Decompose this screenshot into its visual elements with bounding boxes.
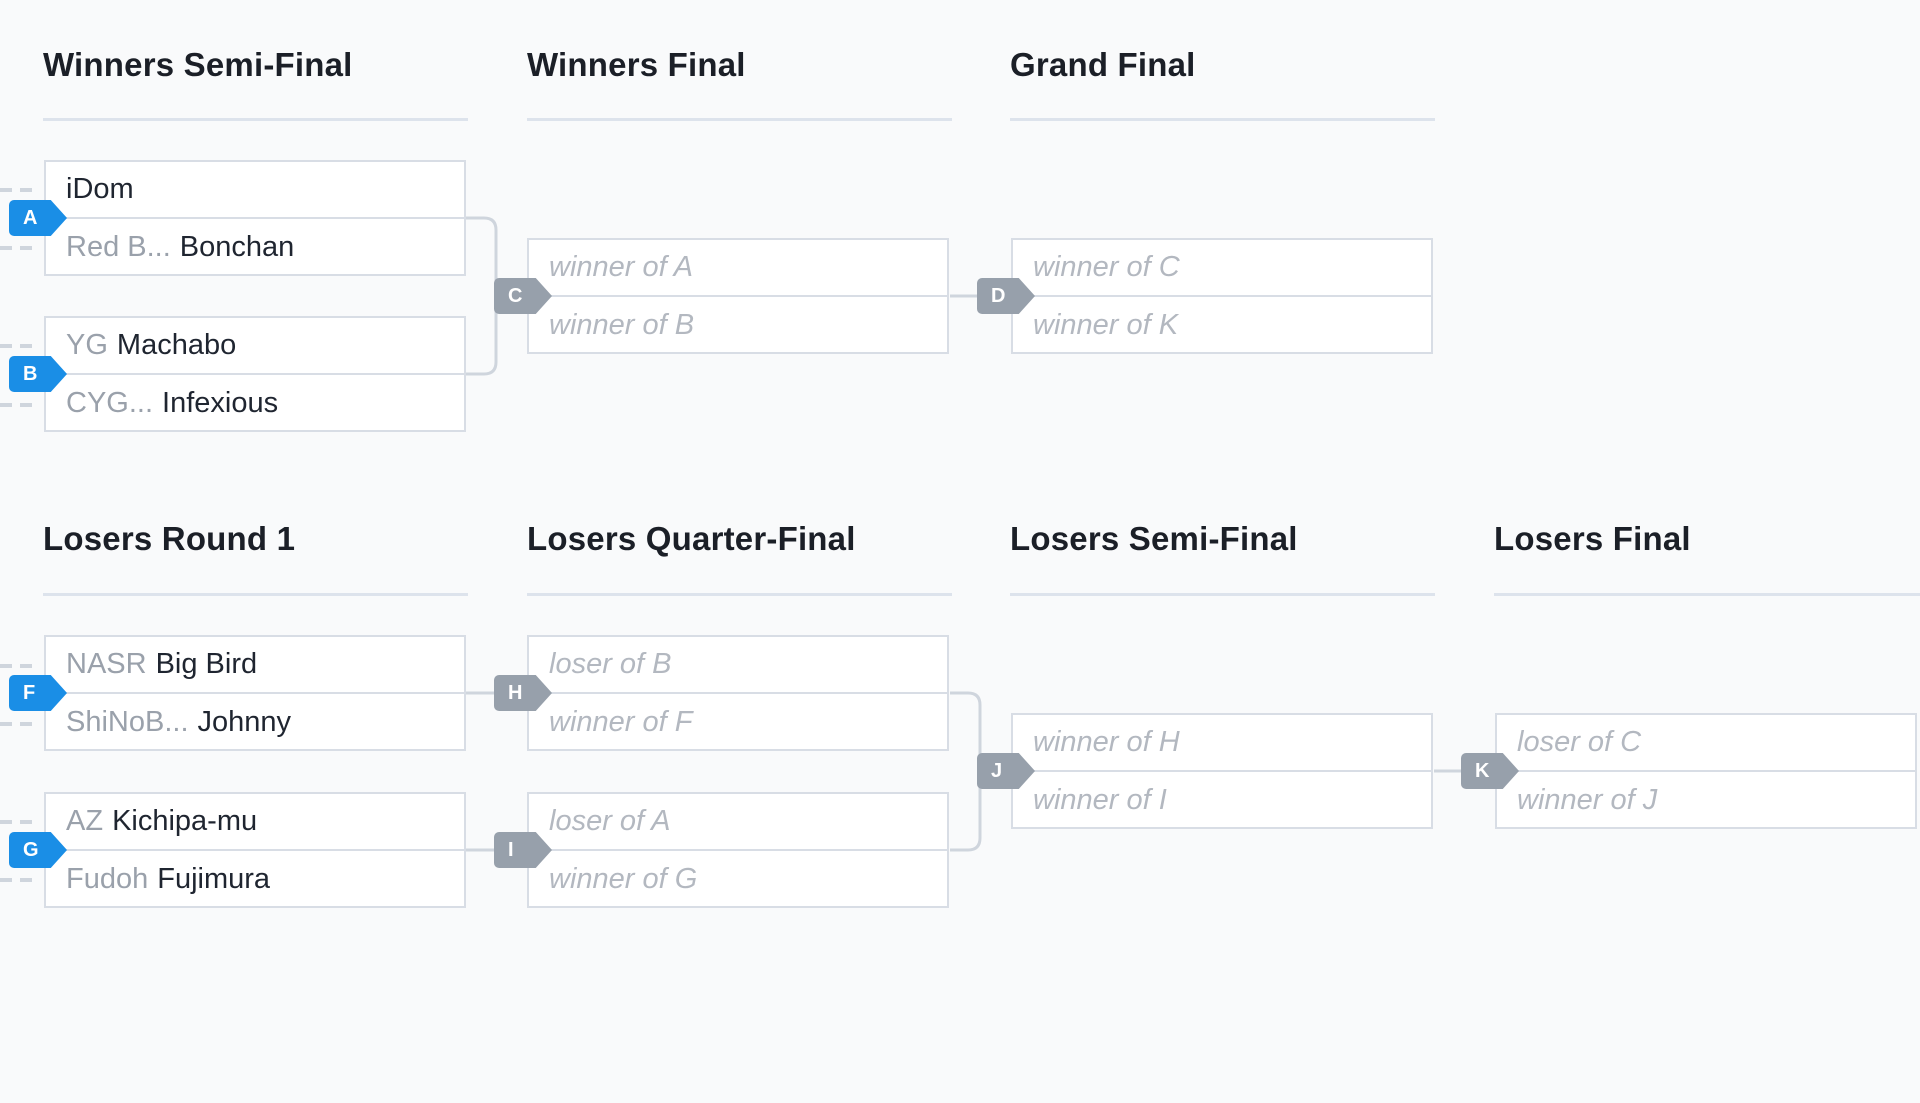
match-d-slot-1[interactable]: winner of C <box>1013 240 1431 297</box>
match-i-slot-2[interactable]: winner of G <box>529 851 947 908</box>
incoming-stub <box>20 344 32 348</box>
slot-placeholder: winner of A <box>549 251 693 283</box>
incoming-stub <box>0 664 12 668</box>
slot-placeholder: winner of K <box>1033 309 1179 341</box>
connector-hi-j <box>950 691 982 852</box>
match-b-player-2[interactable]: CYG...Infexious <box>46 375 464 432</box>
round-rule <box>527 118 952 121</box>
incoming-stub <box>0 403 12 407</box>
incoming-stub <box>20 188 32 192</box>
slot-placeholder: loser of C <box>1517 726 1642 758</box>
slot-placeholder: winner of J <box>1517 784 1658 816</box>
match-h-slot-2[interactable]: winner of F <box>529 694 947 751</box>
connector-ab-c <box>466 216 498 376</box>
incoming-stub <box>20 246 32 250</box>
match-h-slot-1[interactable]: loser of B <box>529 637 947 694</box>
round-rule <box>43 118 468 121</box>
incoming-stub <box>20 878 32 882</box>
match-d-slot-2[interactable]: winner of K <box>1013 297 1431 354</box>
player-name: Bonchan <box>179 231 295 263</box>
incoming-stub <box>0 722 12 726</box>
incoming-stub <box>0 246 12 250</box>
match-a-player-1[interactable]: iDom <box>46 162 464 219</box>
round-rule <box>527 593 952 596</box>
round-title-losers-sf: Losers Semi-Final <box>1010 520 1298 557</box>
player-name: Johnny <box>197 706 292 738</box>
slot-placeholder: winner of F <box>549 706 693 738</box>
slot-placeholder: winner of B <box>549 309 695 341</box>
incoming-stub <box>20 664 32 668</box>
match-i-slot-1[interactable]: loser of A <box>529 794 947 851</box>
match-k-slot-2[interactable]: winner of J <box>1497 772 1915 829</box>
match-k[interactable]: loser of C winner of J <box>1495 713 1917 829</box>
team-tag: NASR <box>66 648 147 680</box>
incoming-stub <box>20 722 32 726</box>
round-rule <box>43 593 468 596</box>
slot-placeholder: winner of G <box>549 863 698 895</box>
match-c[interactable]: winner of A winner of B <box>527 238 949 354</box>
slot-placeholder: loser of A <box>549 805 671 837</box>
round-rule <box>1010 118 1435 121</box>
slot-placeholder: winner of I <box>1033 784 1167 816</box>
player-name: Infexious <box>162 387 279 419</box>
team-tag: CYG... <box>66 387 154 419</box>
round-title-losers-r1: Losers Round 1 <box>43 520 296 557</box>
match-j[interactable]: winner of H winner of I <box>1011 713 1433 829</box>
team-tag: AZ <box>66 805 104 837</box>
team-tag: Red B... <box>66 231 171 263</box>
match-d[interactable]: winner of C winner of K <box>1011 238 1433 354</box>
incoming-stub <box>20 820 32 824</box>
slot-placeholder: loser of B <box>549 648 672 680</box>
incoming-stub <box>0 344 12 348</box>
match-j-slot-1[interactable]: winner of H <box>1013 715 1431 772</box>
round-title-winners-final: Winners Final <box>527 46 746 83</box>
incoming-stub <box>0 820 12 824</box>
team-tag: ShiNoB... <box>66 706 189 738</box>
round-title-losers-qf: Losers Quarter-Final <box>527 520 856 557</box>
player-name: Big Bird <box>155 648 258 680</box>
round-title-grand-final: Grand Final <box>1010 46 1196 83</box>
incoming-stub <box>0 878 12 882</box>
team-tag: Fudoh <box>66 863 149 895</box>
slot-placeholder: winner of C <box>1033 251 1180 283</box>
round-rule <box>1494 593 1920 596</box>
match-a[interactable]: iDom Red B...Bonchan <box>44 160 466 276</box>
player-name: Fujimura <box>157 863 271 895</box>
match-k-slot-1[interactable]: loser of C <box>1497 715 1915 772</box>
incoming-stub <box>20 403 32 407</box>
round-title-losers-final: Losers Final <box>1494 520 1691 557</box>
incoming-stub <box>0 188 12 192</box>
round-title-winners-semi: Winners Semi-Final <box>43 46 353 83</box>
match-a-player-2[interactable]: Red B...Bonchan <box>46 219 464 276</box>
match-j-slot-2[interactable]: winner of I <box>1013 772 1431 829</box>
match-c-slot-1[interactable]: winner of A <box>529 240 947 297</box>
match-i[interactable]: loser of A winner of G <box>527 792 949 908</box>
team-tag: YG <box>66 329 108 361</box>
slot-placeholder: winner of H <box>1033 726 1180 758</box>
match-f-player-2[interactable]: ShiNoB...Johnny <box>46 694 464 751</box>
player-name: iDom <box>66 173 134 205</box>
match-h[interactable]: loser of B winner of F <box>527 635 949 751</box>
round-rule <box>1010 593 1435 596</box>
player-name: Machabo <box>116 329 237 361</box>
player-name: Kichipa-mu <box>112 805 258 837</box>
match-c-slot-2[interactable]: winner of B <box>529 297 947 354</box>
